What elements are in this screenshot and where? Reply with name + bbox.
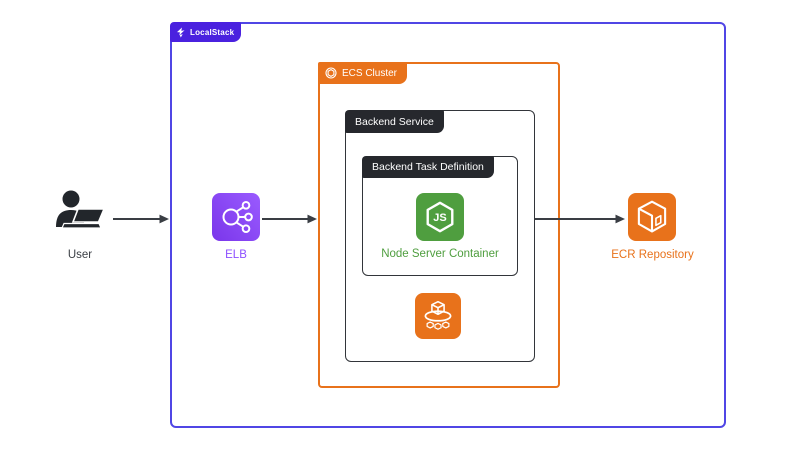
ecs-cluster-icon bbox=[325, 67, 337, 79]
ecr-repository-label: ECR Repository bbox=[611, 249, 694, 261]
backend-service-tab: Backend Service bbox=[345, 110, 444, 133]
ecr-repository-icon bbox=[628, 193, 676, 241]
nodejs-js-text: JS bbox=[433, 212, 446, 224]
person-laptop-icon bbox=[56, 190, 106, 229]
nodejs-hexagon-icon: JS bbox=[426, 201, 454, 233]
ecr-cube-icon bbox=[637, 200, 667, 233]
ecs-cluster-tab: ECS Cluster bbox=[318, 62, 408, 84]
elb-label: ELB bbox=[225, 249, 247, 261]
ecs-cluster-label: ECS Cluster bbox=[342, 67, 398, 79]
node-server-label: Node Server Container bbox=[381, 248, 499, 260]
ecs-cluster-box bbox=[318, 62, 560, 388]
backend-task-definition-tab: Backend Task Definition bbox=[362, 156, 494, 178]
backend-service-label: Backend Service bbox=[355, 115, 434, 128]
elb-icon bbox=[212, 193, 260, 241]
user-label: User bbox=[67, 249, 93, 261]
localstack-logo-icon bbox=[177, 27, 185, 37]
ecs-tasks-cube-icon bbox=[424, 300, 452, 330]
localstack-label: LocalStack bbox=[190, 27, 235, 37]
arrow-user-to-localstack bbox=[113, 214, 169, 224]
backend-task-definition-label: Backend Task Definition bbox=[372, 161, 484, 173]
node-server-icon: JS bbox=[416, 193, 464, 241]
elastic-load-balancer-icon bbox=[222, 201, 253, 233]
localstack-tab: LocalStack bbox=[170, 22, 242, 42]
localstack-boundary-box bbox=[170, 22, 726, 428]
ecs-tasks-icon bbox=[415, 293, 461, 339]
